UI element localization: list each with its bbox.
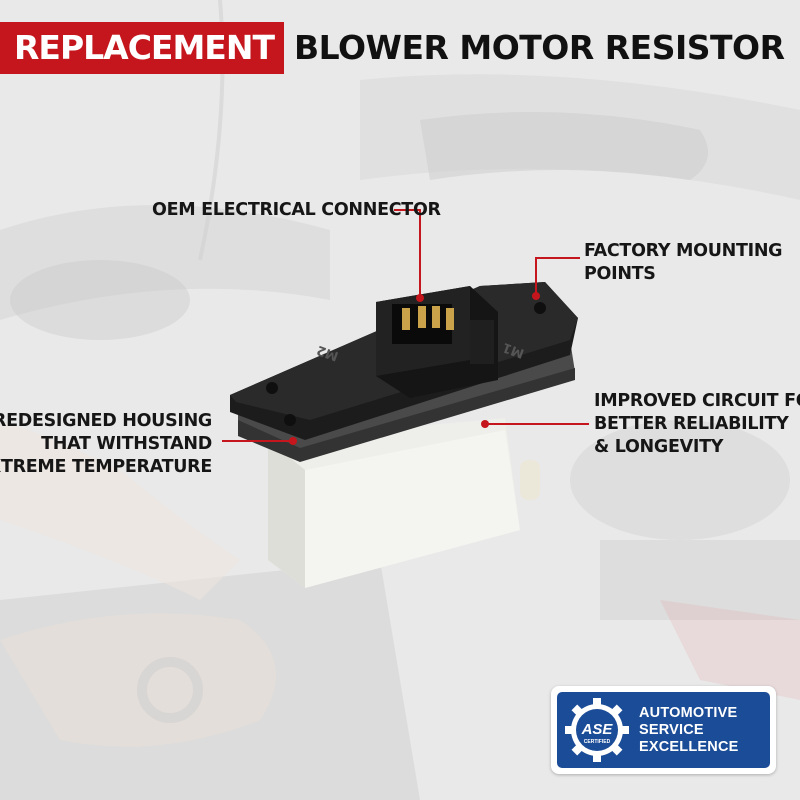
ase-logo-subtext: CERTIFIED	[584, 739, 611, 745]
ase-line-automotive: AUTOMOTIVE	[639, 704, 738, 721]
ase-logo-text: ASE	[581, 721, 614, 738]
callout-line: EXTREME TEMPERATURE	[0, 457, 212, 477]
marking-m1: M1	[501, 339, 527, 361]
ase-line-service: SERVICE	[639, 721, 704, 738]
callout-line: OEM ELECTRICAL CONNECTOR	[152, 200, 441, 220]
callout-redesigned-housing: REDESIGNED HOUSING THAT WITHSTAND EXTREM…	[0, 410, 212, 479]
headline-highlight: REPLACEMENT	[0, 22, 284, 74]
callout-line: REDESIGNED HOUSING	[0, 411, 212, 431]
ase-badge-panel: ASE CERTIFIED AUTOMOTIVE SERVICE EXCELLE…	[557, 692, 770, 768]
callout-oem-connector: OEM ELECTRICAL CONNECTOR	[152, 199, 441, 222]
callout-line: BETTER RELIABILITY	[594, 414, 789, 434]
headline-title: BLOWER MOTOR RESISTOR	[293, 28, 785, 67]
callout-line: IMPROVED CIRCUIT FOR	[594, 391, 800, 411]
callout-line: POINTS	[584, 264, 656, 284]
callout-line: FACTORY MOUNTING	[584, 241, 783, 261]
ase-badge-text: AUTOMOTIVE SERVICE EXCELLENCE	[639, 705, 739, 756]
callout-improved-circuit: IMPROVED CIRCUIT FOR BETTER RELIABILITY …	[594, 390, 800, 459]
callout-line: THAT WITHSTAND	[41, 434, 212, 454]
ase-line-excellence: EXCELLENCE	[639, 738, 739, 755]
callout-line: & LONGEVITY	[594, 437, 724, 457]
marking-m2: M2	[315, 342, 341, 364]
callout-mounting-points: FACTORY MOUNTING POINTS	[584, 240, 783, 286]
ase-gear-logo-icon: ASE CERTIFIED	[565, 698, 629, 762]
headline: REPLACEMENT BLOWER MOTOR RESISTOR	[0, 22, 785, 74]
ase-certified-badge: ASE CERTIFIED AUTOMOTIVE SERVICE EXCELLE…	[551, 686, 776, 774]
